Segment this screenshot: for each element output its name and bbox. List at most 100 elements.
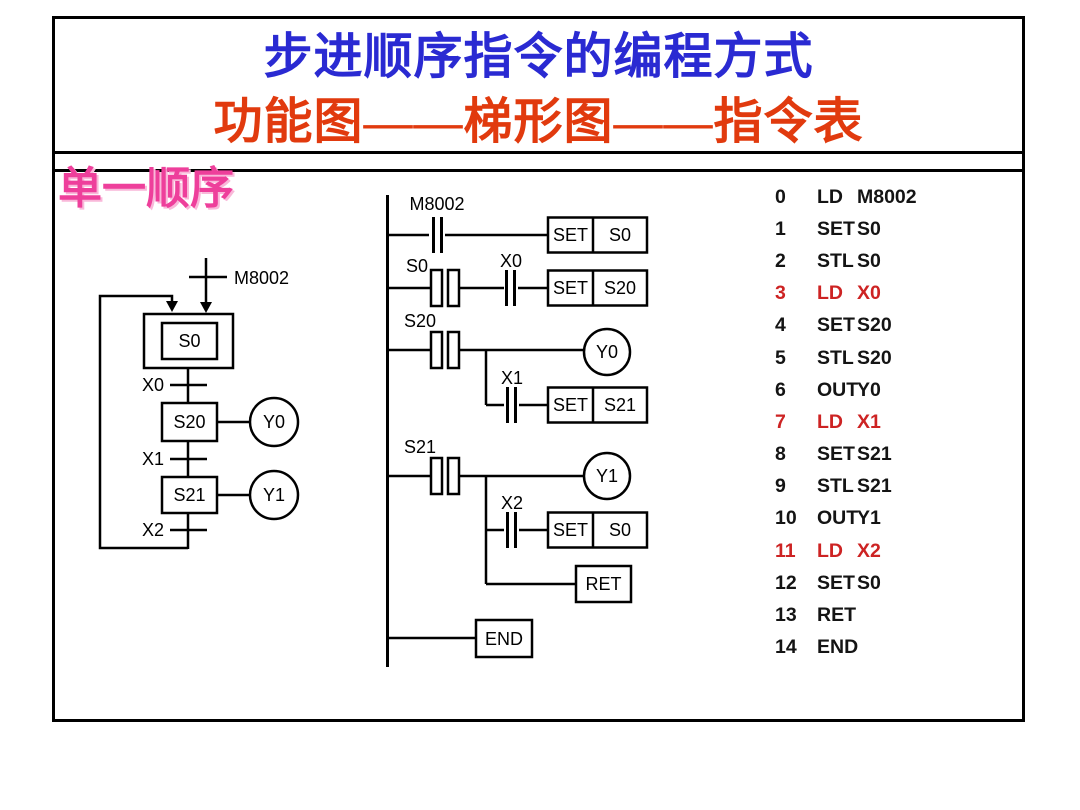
- instruction-operand: X1: [857, 410, 881, 433]
- set-s20-arg: S20: [604, 278, 636, 298]
- instruction-step-number: 13: [775, 604, 797, 627]
- end-label: END: [485, 629, 523, 649]
- sfc-transition-x2-label: X2: [142, 520, 164, 540]
- instruction-row: 12 SET S0: [775, 567, 917, 599]
- sfc-transition-x1-label: X1: [142, 449, 164, 469]
- instruction-row: 5 STL S20: [775, 342, 917, 374]
- instruction-row: 7 LD X1: [775, 406, 917, 438]
- sfc-step-s20-box: [160, 401, 219, 443]
- instruction-operand: S20: [857, 346, 892, 369]
- instruction-opcode: STL: [817, 475, 854, 498]
- instruction-operand: S0: [857, 217, 881, 240]
- ladder-rung-3: S20 Y0 X1 SET S21: [387, 311, 649, 424]
- instruction-row: 9 STL S21: [775, 471, 917, 503]
- section-label: 单一顺序: [58, 164, 234, 213]
- sfc-initial-step-box: [160, 321, 219, 361]
- set-s21-op: SET: [553, 395, 588, 415]
- instruction-row: 2 STL S0: [775, 245, 917, 277]
- instruction-operand: S0: [857, 249, 881, 272]
- instruction-opcode: LD: [817, 410, 843, 433]
- sfc-initial-step-label: S0: [178, 331, 200, 351]
- sfc-output-y0-label: Y0: [263, 412, 285, 432]
- coil-y0-circle: [582, 327, 632, 377]
- instruction-row: 1 SET S0: [775, 213, 917, 245]
- instruction-row: 8 SET S21: [775, 439, 917, 471]
- set-s21-box: [546, 386, 649, 424]
- coil-y1-label: Y1: [596, 466, 618, 486]
- instruction-opcode: OUT: [817, 378, 859, 401]
- instruction-step-number: 7: [775, 410, 786, 433]
- instruction-row: 11 LD X2: [775, 535, 917, 567]
- set-s0-arg: S0: [609, 225, 631, 245]
- instruction-row: 13 RET: [775, 599, 917, 631]
- instruction-step-number: 0: [775, 185, 786, 208]
- instruction-operand: Y0: [857, 378, 881, 401]
- instruction-step-number: 12: [775, 571, 797, 594]
- sfc-feedback-wire: [98, 294, 188, 550]
- instruction-opcode: LD: [817, 185, 843, 208]
- ladder-diagram: M8002 SET S0 S0 X0 SET: [386, 194, 649, 667]
- ret-box: [574, 564, 633, 604]
- instruction-opcode: OUT: [817, 507, 859, 530]
- instruction-step-number: 2: [775, 249, 786, 272]
- instruction-operand: S21: [857, 443, 892, 466]
- instruction-row: 14 END: [775, 632, 917, 664]
- instruction-list: 0 LD M8002 1 SET S0 2 STL S0 3 LD X0 4 S…: [775, 181, 917, 664]
- instruction-operand: S20: [857, 314, 892, 337]
- instruction-step-number: 14: [775, 636, 797, 659]
- stl-contact-s21: [429, 456, 444, 496]
- instruction-row: 0 LD M8002: [775, 181, 917, 213]
- instruction-step-number: 10: [775, 507, 797, 530]
- ladder-end-rung: END: [387, 618, 534, 659]
- instruction-step-number: 3: [775, 282, 786, 305]
- sfc-arrowhead-feedback: [166, 301, 178, 312]
- instruction-row: 10 OUT Y1: [775, 503, 917, 535]
- instruction-operand: X2: [857, 539, 881, 562]
- coil-y0-label: Y0: [596, 342, 618, 362]
- instruction-row: 6 OUT Y0: [775, 374, 917, 406]
- sfc-step-s20-label: S20: [173, 412, 205, 432]
- ladder-rung-4: S21 Y1 X2 SET S0 RET: [387, 437, 649, 604]
- instruction-step-number: 11: [775, 539, 796, 562]
- set-s0-2-op: SET: [553, 520, 588, 540]
- instruction-operand: X0: [857, 282, 881, 305]
- set-s20-op: SET: [553, 278, 588, 298]
- stl-contact-s21-label: S21: [404, 437, 436, 457]
- sfc-arrowhead-trigger: [200, 302, 212, 313]
- instruction-step-number: 6: [775, 378, 786, 401]
- instruction-opcode: STL: [817, 249, 854, 272]
- instruction-opcode: SET: [817, 443, 855, 466]
- sfc-output-y1-label: Y1: [263, 485, 285, 505]
- stl-contact-s20-label: S20: [404, 311, 436, 331]
- instruction-opcode: SET: [817, 314, 855, 337]
- set-s0-box-2: [546, 511, 649, 549]
- divider-line-top: [52, 151, 1025, 154]
- ladder-rung-2: S0 X0 SET S20: [387, 251, 649, 308]
- instruction-opcode: LD: [817, 539, 843, 562]
- instruction-opcode: END: [817, 636, 859, 659]
- stl-contact-s0-label: S0: [406, 256, 428, 276]
- sfc-trigger-label: M8002: [234, 268, 289, 288]
- set-s20-box: [546, 269, 649, 307]
- contact-x1-label: X1: [501, 368, 523, 388]
- instruction-step-number: 8: [775, 443, 786, 466]
- sfc-output-y1-circle: [248, 469, 300, 521]
- contact-m8002-label: M8002: [409, 194, 464, 214]
- sfc-step-s21-label: S21: [173, 485, 205, 505]
- divider-line-bottom: [52, 169, 1025, 172]
- set-s0-box: [546, 216, 649, 254]
- instruction-step-number: 1: [775, 217, 786, 240]
- instruction-row: 4 SET S20: [775, 310, 917, 342]
- instruction-step-number: 5: [775, 346, 786, 369]
- stl-contact-s0: [429, 268, 444, 308]
- instruction-opcode: SET: [817, 217, 855, 240]
- sfc-step-s21-box: [160, 475, 219, 515]
- instruction-opcode: STL: [817, 346, 854, 369]
- set-s21-arg: S21: [604, 395, 636, 415]
- instruction-operand: S21: [857, 475, 892, 498]
- coil-y1-circle: [582, 451, 632, 501]
- ret-label: RET: [586, 574, 622, 594]
- sfc-output-y0-circle: [248, 396, 300, 448]
